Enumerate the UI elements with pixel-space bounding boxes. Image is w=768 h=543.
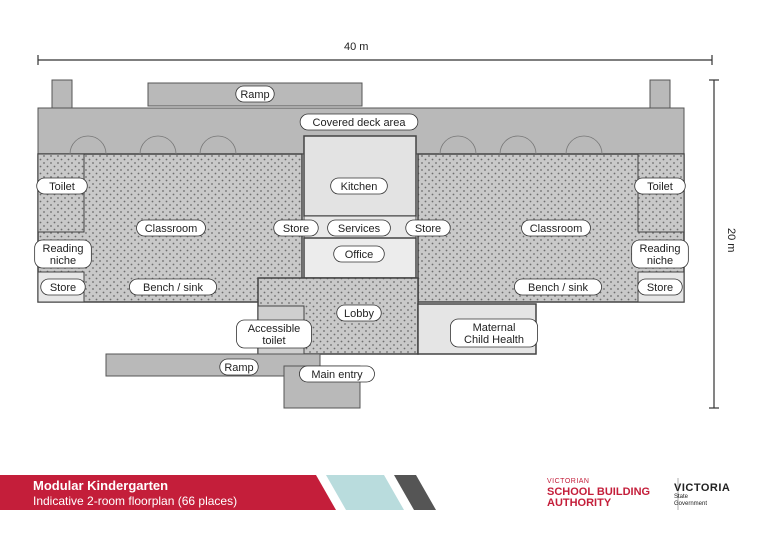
reading-niche-left-label-pill — [34, 239, 92, 269]
kitchen-label-pill — [330, 177, 388, 195]
store-center-left-label-pill — [273, 219, 319, 237]
reading-niche-right-label-line1: Reading — [640, 243, 681, 255]
footer-grey-stripe — [394, 475, 436, 510]
accessible-toilet-label-line1: Accessible — [248, 323, 301, 335]
footer-graphics — [0, 475, 679, 510]
toilet-right-label-pill — [634, 177, 686, 195]
accessible-toilet-label-line2: toilet — [262, 335, 285, 347]
kitchen-area — [303, 135, 417, 217]
classroom-right-label: Classroom — [530, 223, 583, 235]
toilet-left-label: Toilet — [49, 181, 75, 193]
store-center-right-label-pill — [405, 219, 451, 237]
victoria-logo: VICTORIA State Government — [674, 482, 731, 507]
ramp-bottom-area — [105, 353, 321, 377]
maternal-child-health-label-line2: Child Health — [464, 334, 524, 346]
reading-niche-left-label-line1: Reading — [43, 243, 84, 255]
footer-title: Modular Kindergarten — [33, 478, 169, 493]
ramp-top-label: Ramp — [240, 89, 269, 101]
lobby-label: Lobby — [344, 308, 374, 320]
covered-deck-label: Covered deck area — [313, 117, 407, 129]
kitchen-label: Kitchen — [341, 181, 378, 193]
store-center-right-label: Store — [415, 223, 441, 235]
footer-teal-stripe — [326, 475, 404, 510]
reading-niche-left-label-line2: niche — [50, 255, 76, 267]
toilet-right-label: Toilet — [647, 181, 673, 193]
reading-niche-right-label-line2: niche — [647, 255, 673, 267]
store-right-label: Store — [647, 282, 673, 294]
width-label: 40 m — [344, 41, 368, 53]
ramp-top-label-pill — [235, 85, 275, 103]
services-label: Services — [338, 223, 381, 235]
services-label-pill — [327, 219, 391, 237]
bench-left-label-pill — [128, 278, 217, 296]
vsba-logo: VICTORIAN SCHOOL BUILDING AUTHORITY — [547, 478, 651, 509]
office-label-pill — [333, 245, 385, 263]
width-dimension: 40 m — [37, 41, 713, 65]
store-left-label: Store — [50, 282, 76, 294]
lobby-label-pill — [336, 304, 382, 322]
ramp-bottom-label: Ramp — [224, 362, 253, 374]
maternal-child-health-label-line1: Maternal — [473, 322, 516, 334]
store-left-label-pill — [40, 278, 86, 296]
covered-deck-label-pill — [299, 113, 419, 131]
store-center-left-label: Store — [283, 223, 309, 235]
classroom-left-label-pill — [136, 219, 206, 237]
toilet-left-label-pill — [36, 177, 88, 195]
accessible-toilet-label-pill — [236, 319, 312, 349]
maternal-child-health-label-pill — [449, 318, 538, 348]
footer-subtitle: Indicative 2-room floorplan (66 places) — [33, 494, 238, 508]
bench-left-label: Bench / sink — [143, 282, 203, 294]
bench-right-label: Bench / sink — [528, 282, 588, 294]
main-entry-label-pill — [299, 365, 375, 383]
office-label: Office — [345, 249, 374, 261]
bench-right-label-pill — [514, 278, 603, 296]
store-right-label-pill — [637, 278, 683, 296]
ramp-bottom-label-pill — [219, 358, 259, 376]
classroom-right-label-pill — [521, 219, 591, 237]
reading-niche-right-label-pill — [631, 239, 689, 269]
height-dimension: 20 m — [709, 79, 737, 409]
footer-red-band — [0, 475, 336, 510]
height-label: 20 m — [725, 228, 737, 252]
classroom-left-label: Classroom — [145, 223, 198, 235]
main-entry-label: Main entry — [311, 369, 363, 381]
